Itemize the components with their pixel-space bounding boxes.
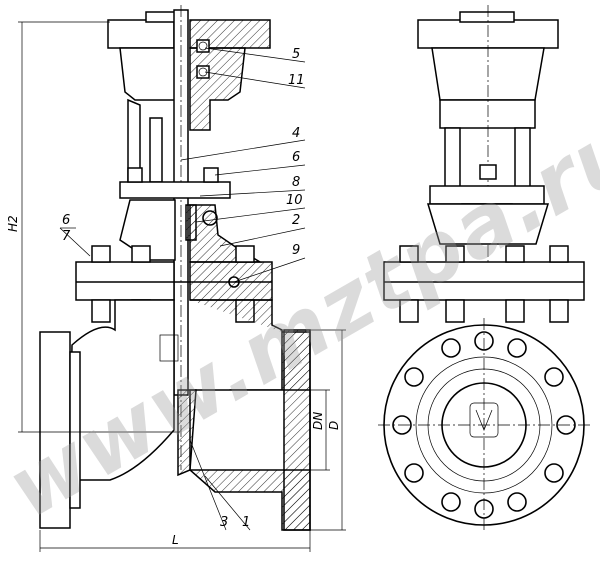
end-bolt-7 xyxy=(505,299,525,323)
end-elevation-view xyxy=(378,5,592,532)
yoke-housing xyxy=(119,47,176,101)
end-stem-nut xyxy=(459,11,515,23)
body-flange xyxy=(75,261,175,301)
body-flange-section xyxy=(189,261,273,301)
outlet-flange-section xyxy=(283,329,311,531)
bearing-ball-upper xyxy=(198,41,208,51)
body-logo-left xyxy=(159,334,179,362)
callout-10: 10 xyxy=(286,193,303,208)
callout-9: 9 xyxy=(292,243,300,258)
end-bolt-1 xyxy=(399,245,419,263)
callout-7: 7 xyxy=(62,229,71,244)
callout-6: 6 xyxy=(292,150,300,165)
body-bolt-1 xyxy=(91,245,111,263)
valve-body-exterior xyxy=(69,299,175,481)
end-bonnet xyxy=(426,203,550,245)
callout-8: 8 xyxy=(292,175,300,190)
inlet-flange-face xyxy=(69,351,81,509)
dim-d-label: D xyxy=(327,421,341,430)
callout-11: 11 xyxy=(288,73,305,88)
callout-2: 2 xyxy=(292,213,300,228)
dim-length-label: L xyxy=(172,533,179,547)
dimension-lines: H2 L DN D xyxy=(6,21,346,552)
callout-5: 5 xyxy=(292,47,300,62)
drain-plug xyxy=(228,276,240,288)
body-bolt-3 xyxy=(235,245,255,263)
end-logo-badge xyxy=(469,402,499,438)
gland-bolt-left xyxy=(127,167,143,183)
part-callouts: 5 11 4 6 8 10 2 9 3 1 6 7 xyxy=(59,47,306,531)
end-bolt-5 xyxy=(399,299,419,323)
end-body-flange xyxy=(383,261,585,301)
end-gland-bolt xyxy=(479,164,497,180)
inlet-flange xyxy=(39,331,71,529)
stem-nut-top xyxy=(145,11,179,23)
end-yoke-band xyxy=(439,99,536,129)
end-logo-mark xyxy=(475,409,493,431)
callout-3: 3 xyxy=(220,515,228,530)
body-bolt-2 xyxy=(131,245,151,263)
dim-height-label: H2 xyxy=(6,215,20,232)
sectional-elevation-view xyxy=(39,5,311,531)
gate-wedge xyxy=(177,389,197,477)
yoke-housing-section xyxy=(189,47,246,131)
end-bolt-4 xyxy=(549,245,569,263)
end-bolt-3 xyxy=(505,245,525,263)
gland-flange xyxy=(119,181,231,199)
end-bolt-8 xyxy=(549,299,569,323)
end-bolt-6 xyxy=(445,299,465,323)
callout-6-left: 6 xyxy=(62,213,70,228)
callout-4: 4 xyxy=(292,126,300,141)
end-bolt-2 xyxy=(445,245,465,263)
top-cap-left xyxy=(107,19,175,49)
callout-1: 1 xyxy=(242,515,250,530)
dim-dn-label: DN xyxy=(311,412,325,430)
body-bolt-4 xyxy=(91,299,111,323)
end-flange-bolt-holes xyxy=(392,331,576,519)
